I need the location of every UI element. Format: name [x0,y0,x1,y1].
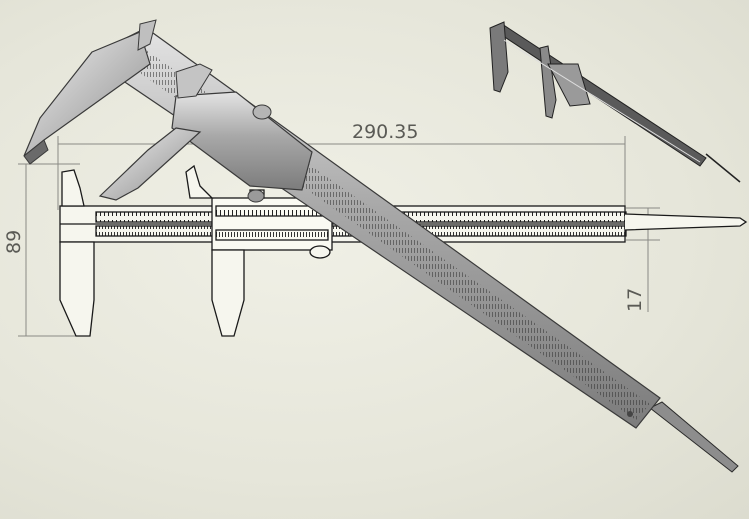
thumb-wheel [309,245,331,259]
dimension-width-label: 290.35 [352,121,418,143]
isometric-fixed-jaw [23,31,151,157]
sliding-inside-jaw [185,164,214,199]
fixed-jaw [59,241,95,337]
caliper-thumbnail-view [489,21,741,183]
dimension-depth-label: 17 [624,288,646,312]
isometric-sliding-jaw [98,127,202,201]
sliding-jaw [211,249,245,337]
depth-rod [624,213,748,231]
isometric-vernier-slider [171,91,313,191]
fixed-inside-jaw [61,169,85,207]
dimension-height-label: 89 [3,230,25,254]
caliper-isometric-view [23,19,739,473]
